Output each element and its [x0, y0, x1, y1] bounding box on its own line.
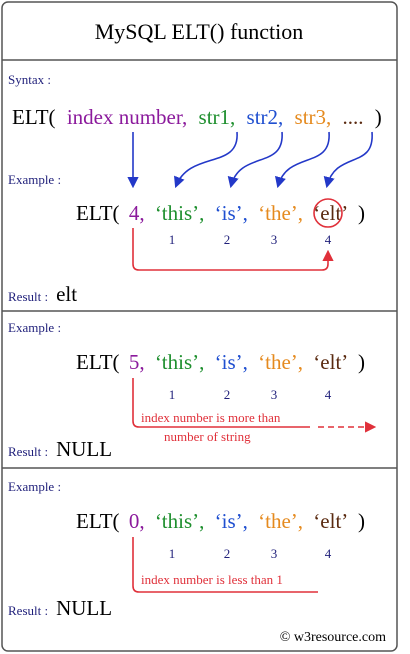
example1-result: Result : elt — [8, 282, 77, 306]
syntax-close: ) — [375, 105, 382, 129]
example1-pos-2: 2 — [224, 232, 231, 247]
example1-red-connector — [132, 228, 334, 271]
example2-note-line1: index number is more than — [141, 410, 281, 425]
example1-pos-3: 3 — [271, 232, 278, 247]
example2-result-value: NULL — [56, 437, 112, 461]
example1-close: ) — [358, 201, 365, 225]
example2-note-line2: number of string — [164, 429, 251, 444]
example1-index: 4, — [129, 201, 145, 225]
arrow-str1 — [174, 131, 238, 189]
syntax-arg-index: index number, — [67, 105, 187, 129]
example1-selected-circle — [313, 198, 343, 228]
example3-pos-4: 4 — [325, 546, 332, 561]
example3-result-value: NULL — [56, 596, 112, 620]
syntax-arg-str1: str1, — [199, 105, 236, 129]
syntax-arg-str2: str2, — [247, 105, 284, 129]
example3-pos-2: 2 — [224, 546, 231, 561]
syntax-arg-more: .... — [343, 105, 364, 129]
example3-pos-1: 1 — [169, 546, 176, 561]
example2-func: ELT( — [76, 350, 120, 374]
arrow-str2 — [227, 131, 283, 189]
example3-close: ) — [358, 509, 365, 533]
example1-pos-4: 4 — [325, 232, 332, 247]
example3-pos-3: 3 — [271, 546, 278, 561]
example1-str-4: ‘elt’ — [313, 201, 346, 225]
example2-call: ELT( 5, ‘this’, ‘is’, ‘the’, ‘elt’ ) — [76, 350, 365, 374]
example2-index: 5, — [129, 350, 145, 374]
footer-copyright: © w3resource.com — [280, 630, 386, 645]
example2-result-label: Result : — [8, 444, 48, 459]
example2-str-2: ‘is’, — [215, 350, 248, 374]
example2-red-bracket — [132, 378, 310, 428]
example1-str-2: ‘is’, — [215, 201, 248, 225]
page-title: MySQL ELT() function — [95, 19, 304, 44]
example2-label: Example : — [8, 320, 61, 335]
example2-str-3: ‘the’, — [258, 350, 303, 374]
example3-str-1: ‘this’, — [155, 509, 205, 533]
example2-pos-1: 1 — [169, 387, 176, 402]
example1-str-3: ‘the’, — [258, 201, 303, 225]
example2-pos-4: 4 — [325, 387, 332, 402]
example3-red-bracket — [132, 537, 318, 593]
arrow-more — [323, 131, 373, 189]
example3-call: ELT( 0, ‘this’, ‘is’, ‘the’, ‘elt’ ) — [76, 509, 365, 533]
example1-str-1: ‘this’, — [155, 201, 205, 225]
example2-pos-2: 2 — [224, 387, 231, 402]
example2-str-4: ‘elt’ — [313, 350, 346, 374]
example1-call: ELT( 4, ‘this’, ‘is’, ‘the’, ‘elt’ ) — [76, 201, 365, 225]
syntax-arg-str3: str3, — [295, 105, 332, 129]
example3-index: 0, — [129, 509, 145, 533]
arrow-str3 — [275, 131, 330, 189]
example2-str-1: ‘this’, — [155, 350, 205, 374]
example1-label: Example : — [8, 172, 61, 187]
example2-pos-3: 3 — [271, 387, 278, 402]
example2-result: Result : NULL — [8, 437, 112, 461]
example2-close: ) — [358, 350, 365, 374]
example3-note: index number is less than 1 — [141, 572, 283, 587]
example1-result-label: Result : — [8, 289, 48, 304]
outer-frame — [1, 1, 398, 652]
example3-result: Result : NULL — [8, 596, 112, 620]
example3-func: ELT( — [76, 509, 120, 533]
example3-result-label: Result : — [8, 603, 48, 618]
example1-pos-1: 1 — [169, 232, 176, 247]
syntax-line: ELT( index number, str1, str2, str3, ...… — [12, 105, 382, 129]
example3-str-3: ‘the’, — [258, 509, 303, 533]
syntax-label: Syntax : — [8, 72, 51, 87]
example1-result-value: elt — [56, 282, 77, 306]
example3-str-2: ‘is’, — [215, 509, 248, 533]
example1-func: ELT( — [76, 201, 120, 225]
example3-str-4: ‘elt’ — [313, 509, 346, 533]
syntax-func: ELT( — [12, 105, 56, 129]
example3-label: Example : — [8, 479, 61, 494]
